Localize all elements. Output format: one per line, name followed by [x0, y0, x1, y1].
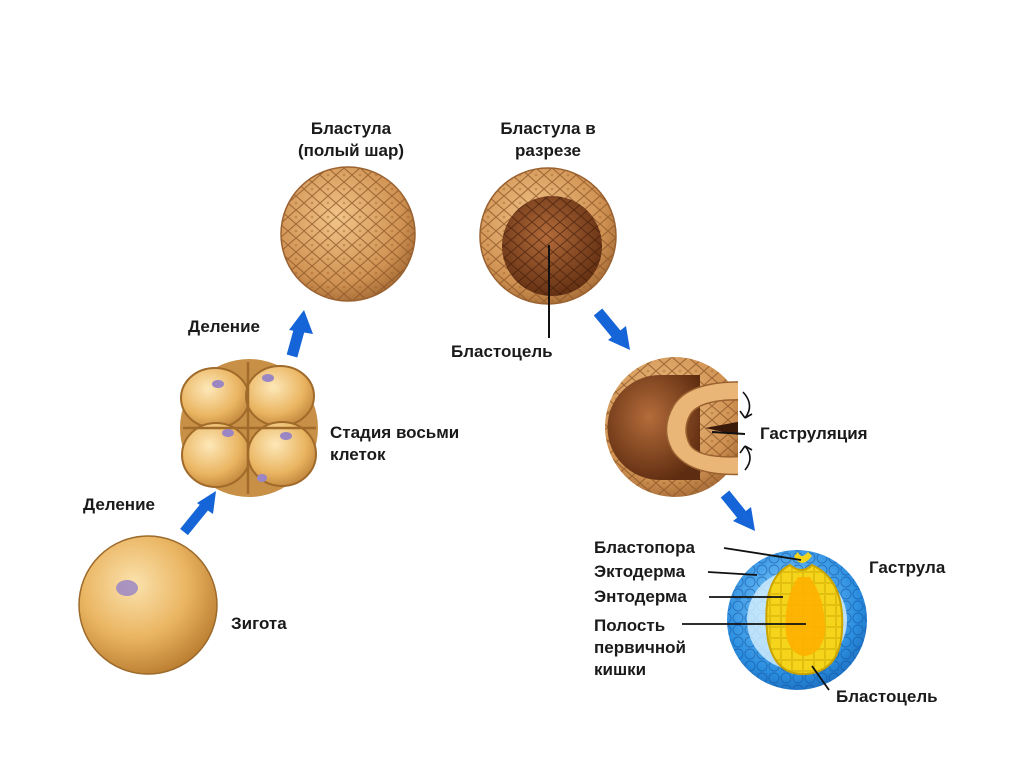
eight-cell-label: Стадия восьми клеток	[330, 422, 459, 466]
division-label-bottom: Деление	[83, 495, 155, 514]
blastula-section-line2: разрезе	[514, 141, 582, 160]
arrow-gastrulation-to-gastrula	[720, 490, 755, 531]
cavity-line2: первичной	[594, 638, 686, 657]
zygote-label: Зигота	[231, 614, 287, 633]
arrow-zygote-to-eight-cell	[180, 491, 216, 536]
blastula-figure	[280, 166, 416, 302]
arrow-eight-cell-to-blastula	[286, 310, 313, 358]
arrow-section-to-gastrulation	[593, 308, 630, 350]
endoderm-label: Энтодерма	[594, 587, 687, 606]
blastula-section-line1: Бластула в	[500, 119, 596, 138]
blastocoel-label-top: Бластоцель	[451, 342, 553, 361]
blastula-section-title: Бластула в разрезе	[478, 118, 618, 162]
gastrulation-figure	[605, 357, 768, 497]
cavity-line1: Полость	[594, 616, 666, 635]
blastocoel-label-bottom: Бластоцель	[836, 687, 938, 706]
gastrula-figure	[682, 547, 867, 691]
ectoderm-label: Эктодерма	[594, 562, 686, 581]
eight-cell-line1: Стадия восьми	[330, 423, 460, 442]
blastula-title: Бластула (полый шар)	[276, 118, 426, 162]
blastopore-label: Бластопора	[594, 538, 695, 557]
blastula-title-line1: Бластула	[310, 119, 392, 138]
gastrula-label: Гаструла	[869, 558, 946, 577]
division-label-top: Деление	[188, 317, 260, 336]
blastula-title-line2: (полый шар)	[297, 141, 405, 160]
primary-gut-cavity-label: Полость первичной кишки	[594, 615, 686, 681]
eight-cell-figure	[180, 359, 318, 497]
eight-cell-line2: клеток	[330, 445, 386, 464]
gastrulation-label: Гаструляция	[760, 424, 868, 443]
zygote-figure	[78, 535, 218, 675]
cavity-line3: кишки	[594, 660, 647, 679]
blastula-section-figure	[479, 167, 617, 338]
